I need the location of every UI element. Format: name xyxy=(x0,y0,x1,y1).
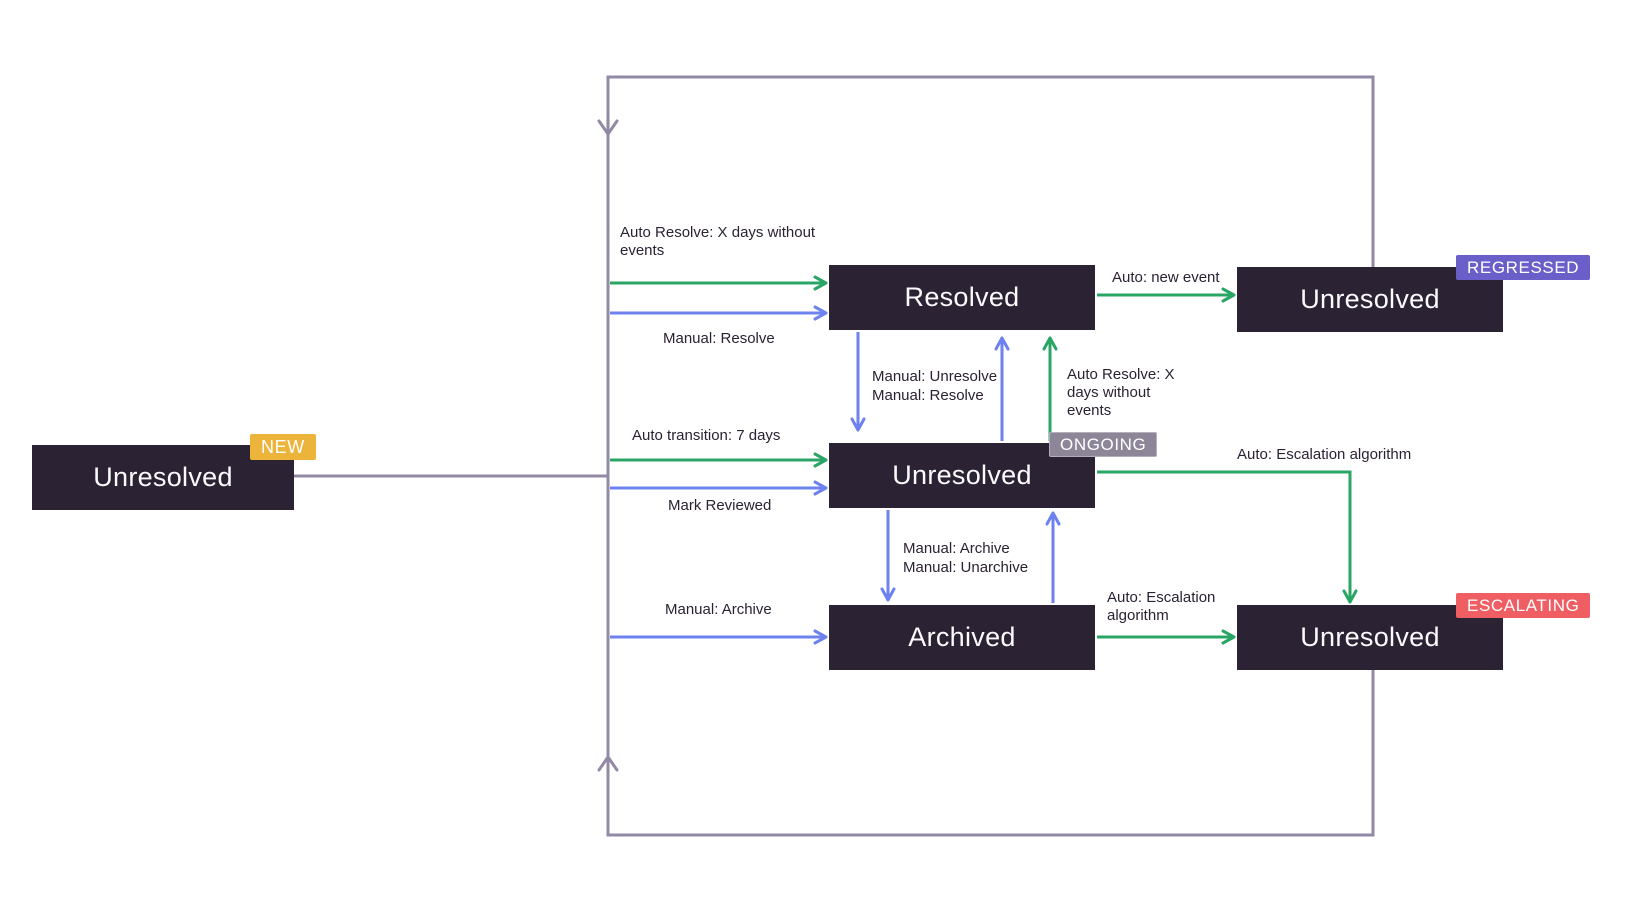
loop-arrow-down-icon xyxy=(597,119,619,136)
label-auto-resolve-ongoing: Auto Resolve: X days without events xyxy=(1067,366,1175,419)
state-label: Unresolved xyxy=(892,460,1032,490)
label-manual-archive-unarchive: Manual: Archive Manual: Unarchive xyxy=(903,540,1029,576)
label-manual-archive: Manual: Archive xyxy=(665,601,772,618)
state-box-resolved: Resolved xyxy=(829,265,1095,330)
badge-regressed: REGRESSED xyxy=(1456,255,1591,280)
state-box-new-unresolved: Unresolved xyxy=(32,445,294,510)
badge-new: NEW xyxy=(250,434,316,460)
label-auto-new-event: Auto: new event xyxy=(1112,269,1220,286)
loop-arrow-up-icon xyxy=(597,755,619,772)
state-label: Unresolved xyxy=(1300,284,1440,314)
label-auto-escalation-ongoing: Auto: Escalation algorithm xyxy=(1237,446,1412,463)
badge-ongoing: ONGOING xyxy=(1049,432,1158,457)
state-label: Unresolved xyxy=(93,462,233,492)
badge-escalating: ESCALATING xyxy=(1456,593,1591,618)
label-mark-reviewed: Mark Reviewed xyxy=(668,497,772,514)
label-manual-unresolve-resolve: Manual: Unresolve Manual: Resolve xyxy=(872,368,998,404)
state-label: Archived xyxy=(908,622,1016,652)
state-label: Resolved xyxy=(904,282,1020,312)
label-auto-escalation-archived: Auto: Escalation algorithm xyxy=(1107,589,1216,624)
loop-outline xyxy=(606,75,1375,837)
label-auto-transition: Auto transition: 7 days xyxy=(632,427,781,444)
arrow-auto-escalation-from-ongoing xyxy=(1097,470,1358,604)
label-auto-resolve-days: Auto Resolve: X days without events xyxy=(620,224,816,259)
label-manual-resolve: Manual: Resolve xyxy=(663,330,775,347)
state-label: Unresolved xyxy=(1300,622,1440,652)
state-box-archived: Archived xyxy=(829,605,1095,670)
